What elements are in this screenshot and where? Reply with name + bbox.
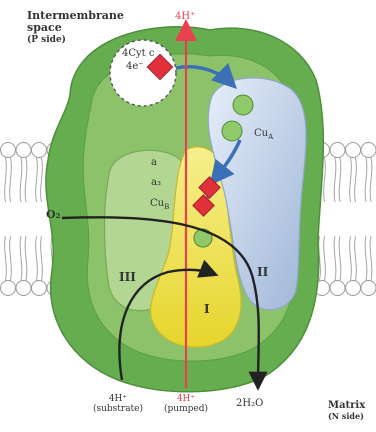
lipid-tail	[324, 236, 326, 281]
lipid-tail	[365, 236, 367, 281]
lipid-tail	[10, 236, 12, 281]
substrate-caption: (substrate)	[86, 404, 150, 414]
cu-a-center-upper	[233, 95, 253, 115]
lipid-head	[32, 143, 47, 158]
subunit-three-label: III	[119, 270, 136, 284]
cu-a-center-lower	[222, 121, 242, 141]
lipid-tail	[355, 236, 357, 281]
lipid-head	[330, 143, 345, 158]
lipid-tail	[20, 158, 22, 203]
intermembrane-label-line3: (P side)	[27, 34, 124, 46]
cu-b-subscript: B	[164, 203, 169, 211]
lipid-tail	[25, 236, 27, 281]
matrix-label-line2: (N side)	[328, 411, 365, 422]
substrate-protons-value: 4H⁺	[86, 394, 150, 404]
lipid-tail	[365, 158, 367, 203]
lipid-tail	[5, 236, 7, 281]
pumped-protons-value: 4H⁺	[160, 394, 212, 404]
lipid-tail	[370, 236, 372, 281]
lipid-tail	[339, 236, 341, 281]
lipid-head	[16, 143, 31, 158]
pumped-caption: (pumped)	[160, 404, 212, 414]
intermembrane-label: Intermembrane space (P side)	[27, 10, 124, 46]
intermembrane-label-line2: space	[27, 22, 124, 34]
lipid-tail	[370, 158, 372, 203]
lipid-tail	[5, 158, 7, 203]
matrix-label-line1: Matrix	[328, 400, 365, 411]
heme-a-label: a	[151, 157, 157, 168]
substrate-protons-label: 4H⁺ (substrate)	[86, 394, 150, 414]
lipid-tail	[41, 236, 43, 281]
lipid-head	[361, 281, 376, 296]
lipid-tail	[10, 158, 12, 203]
cu-b-text: Cu	[150, 198, 164, 209]
oxygen-label: O₂	[46, 208, 60, 221]
cu-a-subscript: A	[268, 133, 273, 141]
cu-a-text: Cu	[254, 128, 268, 139]
lipid-head	[32, 281, 47, 296]
membrane-right	[315, 143, 376, 296]
subunit-two-label: II	[257, 265, 268, 279]
lipid-tail	[20, 236, 22, 281]
pumped-protons-label: 4H⁺ (pumped)	[160, 394, 212, 414]
cyt-c-label: 4Cyt c	[122, 48, 154, 59]
lipid-head	[1, 143, 16, 158]
lipid-tail	[355, 158, 357, 203]
lipid-head	[16, 281, 31, 296]
lipid-tail	[339, 158, 341, 203]
lipid-tail	[36, 236, 38, 281]
lipid-tail	[41, 158, 43, 203]
lipid-tail	[36, 158, 38, 203]
lipid-head	[346, 143, 361, 158]
lipid-head	[346, 281, 361, 296]
cu-b-label: CuB	[150, 198, 169, 211]
lipid-head	[361, 143, 376, 158]
lipid-tail	[350, 158, 352, 203]
electrons-label: 4e⁻	[126, 61, 144, 72]
lipid-tail	[324, 158, 326, 203]
lipid-head	[1, 281, 16, 296]
cu-a-label: CuA	[254, 128, 273, 141]
lipid-tail	[25, 158, 27, 203]
lipid-head	[330, 281, 345, 296]
heme-a3-label: a₃	[151, 177, 161, 188]
lipid-tail	[350, 236, 352, 281]
matrix-label: Matrix (N side)	[328, 400, 365, 422]
top-protons-label: 4H⁺	[175, 11, 195, 22]
lipid-tail	[334, 236, 336, 281]
subunit-one-label: I	[204, 302, 210, 316]
lipid-tail	[334, 158, 336, 203]
water-label: 2H₂O	[236, 398, 263, 409]
